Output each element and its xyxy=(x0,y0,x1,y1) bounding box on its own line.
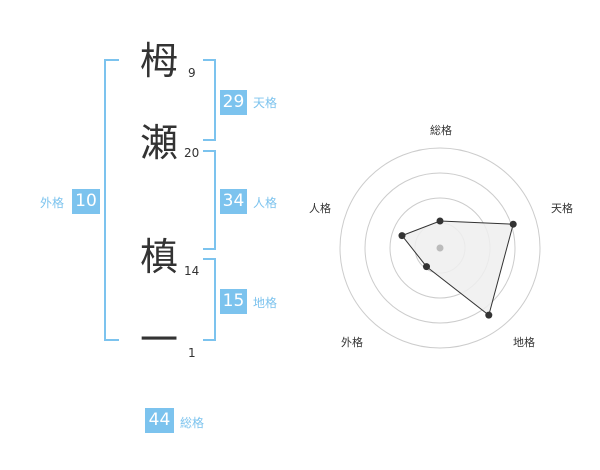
name-char-1: 栂 xyxy=(139,39,178,83)
radar-point xyxy=(485,311,493,319)
jinkaku-bracket xyxy=(203,150,216,250)
jinkaku-score: 34 xyxy=(220,189,247,214)
stroke-count-3: 14 xyxy=(184,264,200,278)
soukaku-label: 総格 xyxy=(180,416,205,430)
radar-point xyxy=(509,220,517,228)
tenkaku-score: 29 xyxy=(220,90,247,115)
jinkaku-label: 人格 xyxy=(253,196,278,210)
radar-label-tenkaku: 天格 xyxy=(551,201,573,215)
radar-point xyxy=(436,217,444,225)
name-char-2: 瀬 xyxy=(139,121,178,165)
chikaku-score: 15 xyxy=(220,289,247,314)
radar-point xyxy=(423,263,430,271)
chikaku-bracket xyxy=(203,258,216,341)
radar-label-gaikaku: 外格 xyxy=(341,335,363,349)
stroke-count-1: 9 xyxy=(188,66,196,80)
soukaku-score: 44 xyxy=(145,408,174,433)
gaikaku-score: 10 xyxy=(72,189,100,214)
gaikaku-label: 外格 xyxy=(40,196,65,210)
name-char-4: 一 xyxy=(139,318,178,362)
radar-polygon xyxy=(401,220,514,316)
tenkaku-bracket xyxy=(203,59,216,141)
radar-ring xyxy=(339,147,541,349)
radar-ring xyxy=(364,172,516,324)
radar-label-chikaku: 地格 xyxy=(513,335,535,349)
stroke-count-4: 1 xyxy=(188,346,196,360)
radar-label-soukaku: 総格 xyxy=(430,123,452,137)
name-char-3: 槙 xyxy=(139,235,178,279)
radar-center-dot xyxy=(436,244,444,252)
radar-points xyxy=(398,217,517,319)
radar-label-jinkaku: 人格 xyxy=(309,201,331,215)
tenkaku-label: 天格 xyxy=(253,96,278,110)
stroke-count-2: 20 xyxy=(184,146,200,160)
radar-point xyxy=(398,232,406,240)
chikaku-label: 地格 xyxy=(253,296,278,310)
gaikaku-bracket xyxy=(104,59,119,341)
